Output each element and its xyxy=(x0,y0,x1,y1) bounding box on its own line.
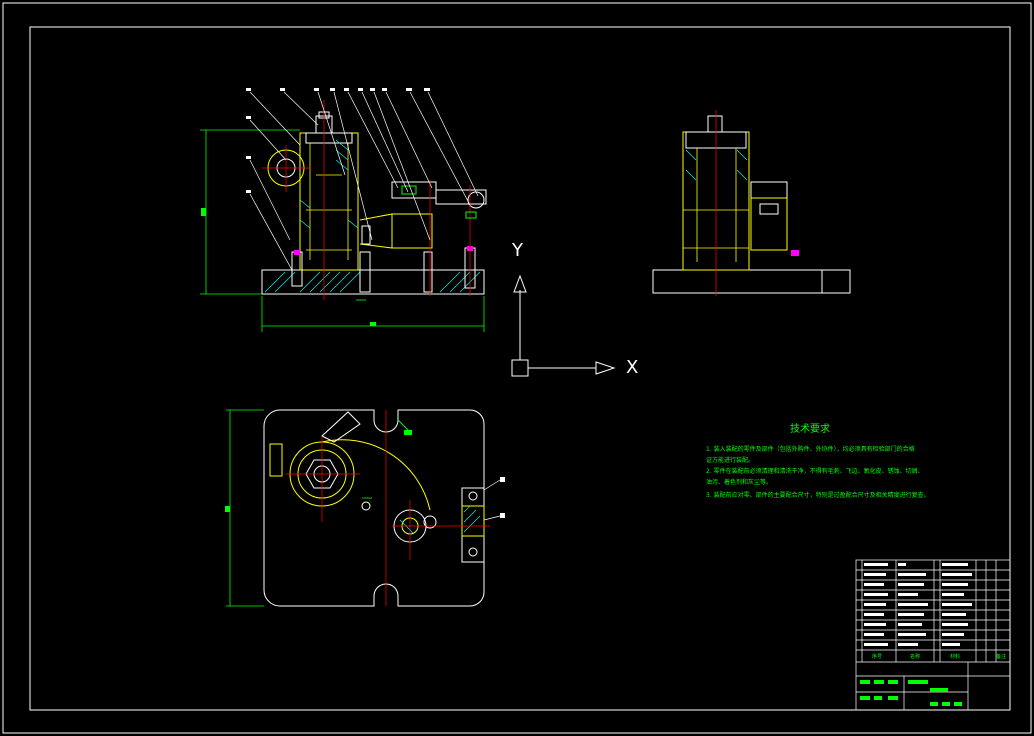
tech-req-line: 2. 零件在装配前必须清理和清洗干净，不得有毛刺、飞边、氧化皮、锈蚀、切屑、 xyxy=(706,468,924,475)
technical-requirements-title: 技术要求 xyxy=(790,424,830,435)
title-block-header-remark: 备注 xyxy=(996,654,1007,660)
ucs-axis-icon xyxy=(511,274,616,377)
title-block-header-material: 材料 xyxy=(950,654,961,660)
title-block-header-index: 序号 xyxy=(872,654,883,660)
x-axis-label: X xyxy=(626,357,639,378)
top-view xyxy=(225,409,505,607)
tech-req-line: 1. 装入装配的零件及部件（包括外购件、外协件），均必须具有检验部门的合格 xyxy=(706,446,915,453)
tech-req-line: 油污、着色剂和灰尘等。 xyxy=(706,479,773,486)
front-view xyxy=(200,88,487,332)
y-axis-label: Y xyxy=(512,240,523,261)
inner-frame xyxy=(29,26,1011,711)
title-block-green-marks xyxy=(860,680,962,706)
side-view xyxy=(652,110,851,296)
title-block-fill-marks xyxy=(864,563,972,646)
tech-req-line: 3. 装配前应对零、部件的主要配合尺寸，特别是过盈配合尺寸及相关精度进行复查。 xyxy=(706,492,930,499)
title-block-header-name: 名称 xyxy=(910,654,921,660)
title-block-grid xyxy=(855,559,1011,711)
tech-req-line: 证方能进行装配。 xyxy=(706,457,755,464)
